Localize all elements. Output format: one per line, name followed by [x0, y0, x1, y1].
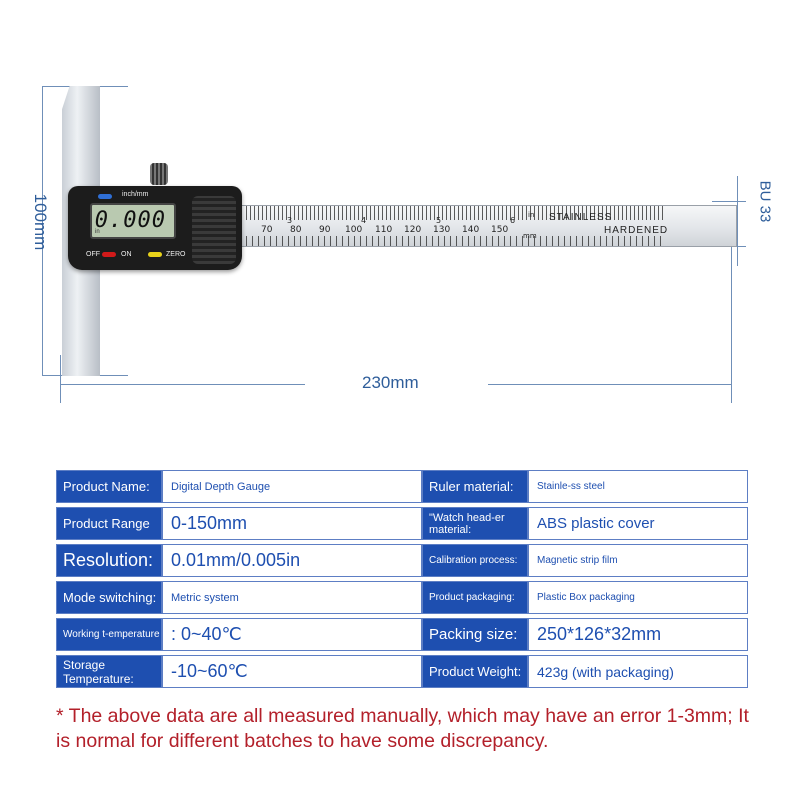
spec-label: Resolution: — [56, 544, 162, 577]
width-dimension-tick-right — [731, 245, 732, 403]
ruler-mm-label: mm — [523, 232, 537, 240]
spec-label: Calibration process: — [422, 544, 528, 577]
spec-label: Packing size: — [422, 618, 528, 651]
off-label: OFF — [86, 251, 100, 258]
spec-row: Product Range 0-150mm "Watch head-er mat… — [56, 507, 748, 540]
spec-value: Metric system — [162, 581, 422, 614]
spec-row: Mode switching: Metric system Product pa… — [56, 581, 748, 614]
lcd-value: 0.000 — [94, 208, 166, 233]
spec-value: Stainle-ss steel — [528, 470, 748, 503]
ruler-in-label: in — [528, 211, 535, 219]
spec-value: -10~60℃ — [162, 655, 422, 688]
ruler-inch-ticks — [246, 206, 666, 220]
thickness-dimension-tick-top — [712, 201, 746, 202]
spec-label: "Watch head-er material: — [422, 507, 528, 540]
width-dimension-tick-left — [60, 355, 61, 403]
height-dimension-label: 100mm — [31, 193, 50, 251]
unit-toggle-button — [98, 194, 112, 199]
ruler-inch-number: 3 — [287, 216, 293, 225]
ruler-mm-number: 80 — [290, 225, 302, 235]
spec-label: Product packaging: — [422, 581, 528, 614]
unit-toggle-label: inch/mm — [122, 191, 149, 198]
ruler-mm-number: 100 — [345, 225, 363, 235]
spec-value: Plastic Box packaging — [528, 581, 748, 614]
height-dimension-line — [42, 86, 43, 376]
on-label: ON — [121, 251, 132, 258]
ruler-mm-number: 140 — [462, 225, 480, 235]
lcd-unit: in — [95, 229, 100, 235]
spec-value: 0-150mm — [162, 507, 422, 540]
ruler-inch-number: 5 — [436, 216, 442, 225]
gauge-ruler: 3 4 5 6 in mm 70 80 90 100 110 120 130 1… — [150, 205, 737, 247]
thickness-dimension-label: BU 33 — [756, 180, 774, 223]
ruler-mm-number: 110 — [375, 225, 393, 235]
spec-row: Resolution: 0.01mm/0.005in Calibration p… — [56, 544, 748, 577]
spec-value: : 0~40℃ — [162, 618, 422, 651]
spec-row: Product Name: Digital Depth Gauge Ruler … — [56, 470, 748, 503]
ruler-inch-number: 6 — [510, 216, 516, 225]
hardened-label: HARDENED — [604, 225, 669, 236]
thickness-dimension-line — [737, 176, 738, 266]
digital-readout-body: inch/mm 0.000 in OFF ON ZERO — [68, 186, 242, 270]
spec-value: 250*126*32mm — [528, 618, 748, 651]
spec-row: Working t-emperature : 0~40℃ Packing siz… — [56, 618, 748, 651]
lock-screw-icon — [150, 163, 168, 185]
stainless-label: STAINLESS — [549, 212, 613, 223]
lcd-display: 0.000 in — [90, 203, 176, 239]
ruler-mm-number: 150 — [491, 225, 509, 235]
ruler-mm-number: 130 — [433, 225, 451, 235]
thumb-wheel-icon — [192, 196, 236, 264]
spec-label: Product Range — [56, 507, 162, 540]
spec-label: Working t-emperature — [56, 618, 162, 651]
spec-label: Mode switching: — [56, 581, 162, 614]
spec-value: Magnetic strip film — [528, 544, 748, 577]
ruler-mm-number: 90 — [319, 225, 331, 235]
width-dimension-line-left — [60, 384, 305, 385]
spec-label: Storage Temperature: — [56, 655, 162, 688]
width-dimension-label: 230mm — [362, 373, 419, 392]
zero-label: ZERO — [166, 251, 186, 258]
spec-label: Product Name: — [56, 470, 162, 503]
width-dimension-line-right — [488, 384, 732, 385]
ruler-mm-ticks — [246, 236, 666, 246]
spec-label: Ruler material: — [422, 470, 528, 503]
spec-value: 0.01mm/0.005in — [162, 544, 422, 577]
ruler-mm-number: 70 — [261, 225, 273, 235]
spec-value: ABS plastic cover — [528, 507, 748, 540]
zero-button — [148, 252, 162, 257]
ruler-inch-number: 4 — [361, 216, 367, 225]
measurement-disclaimer: * The above data are all measured manual… — [56, 705, 749, 752]
ruler-mm-number: 120 — [404, 225, 422, 235]
spec-row: Storage Temperature: -10~60℃ Product Wei… — [56, 655, 748, 688]
off-on-button — [102, 252, 116, 257]
spec-value: 423g (with packaging) — [528, 655, 748, 688]
spec-label: Product Weight: — [422, 655, 528, 688]
spec-value: Digital Depth Gauge — [162, 470, 422, 503]
